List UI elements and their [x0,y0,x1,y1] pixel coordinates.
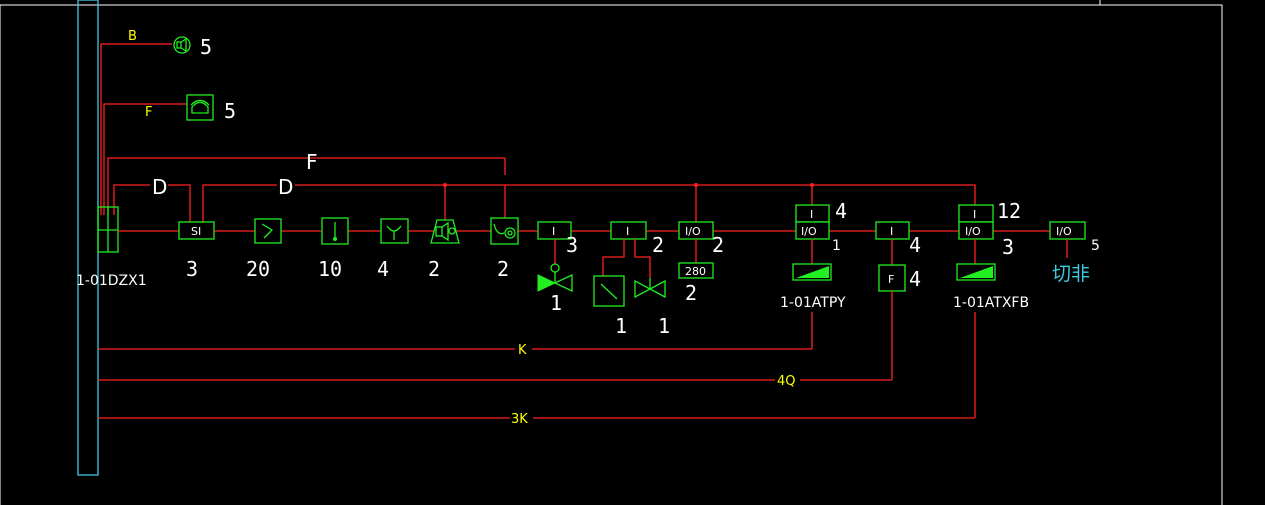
m1-count: 3 [566,233,578,257]
manual-call-point-count: 4 [377,257,389,281]
fire-damper-280-icon [678,262,714,279]
m7-text: I/O [1056,225,1072,238]
drawing-frame [0,4,1223,505]
m2-valve-count: 1 [658,314,670,338]
si-count: 3 [186,257,198,281]
m5-sub-text: F [888,273,894,286]
branch-d2-label: D [278,175,293,199]
smoke-detector-count: 20 [246,257,270,281]
sounder-strobe-icon [430,219,460,244]
branch-f1-count: 5 [224,99,236,123]
m5-sub-count: 4 [909,267,921,291]
power-cabinet-atxfb-icon [956,263,996,281]
bus-4q-label: 4Q [777,374,796,389]
telephone-icon [186,94,214,121]
m4-text: I/O [801,225,817,238]
m3-sub-count: 2 [685,281,697,305]
m4-top-count: 4 [835,199,847,223]
input-module-2 [610,221,647,240]
alarm-bell-count: 2 [497,257,509,281]
branch-d1-label: D [152,175,167,199]
heat-detector-icon [321,217,349,245]
m4-top-text: I [810,208,813,221]
power-cabinet-atpy-icon [792,263,832,281]
si-module-icon [178,221,215,240]
m5-count: 4 [909,233,921,257]
pressure-switch-icon [593,275,625,307]
m2-text: I [626,225,629,238]
io-module-6 [958,221,994,240]
m2-count: 2 [652,233,664,257]
bus-3k-label: 3K [511,412,528,427]
fan-control-box-icon [878,264,906,292]
m2-switch-count: 1 [615,314,627,338]
m6-count: 3 [1002,235,1014,259]
m7-count: 5 [1091,238,1100,254]
branch-f1-label: F [145,105,152,120]
branch-b-count: 5 [200,35,212,59]
m6-top-text: I [973,208,976,221]
m6-text: I/O [965,225,981,238]
branch-b-label: B [128,29,137,44]
manual-call-point-icon [380,218,409,244]
m5-text: I [890,225,893,238]
m1-valve-count: 1 [550,291,562,315]
m1-text: I [552,225,555,238]
heat-detector-count: 10 [318,257,342,281]
m4-count: 1 [832,238,841,254]
valve-icon [537,263,573,293]
speaker-icon [173,36,191,54]
m3-count: 2 [712,233,724,257]
smoke-detector-icon [254,218,282,244]
m6-cabinet-label: 1-01ATXFB [953,295,1029,311]
gate-valve-icon [634,278,666,299]
panel-label: 1-01DZX1 [76,273,147,289]
bus-k-label: K [518,343,527,358]
panel-box [97,206,119,253]
m3-sub-text: 280 [685,265,706,278]
m6-top-count: 12 [997,199,1021,223]
alarm-bell-icon [490,217,519,245]
m7-note: 切非 [1052,263,1090,285]
sounder-strobe-count: 2 [428,257,440,281]
panel-column [77,0,99,476]
m3-text: I/O [685,225,701,238]
si-text: SI [191,225,201,238]
branch-f2-label: F [306,150,318,174]
m4-cabinet-label: 1-01ATPY [780,295,846,311]
